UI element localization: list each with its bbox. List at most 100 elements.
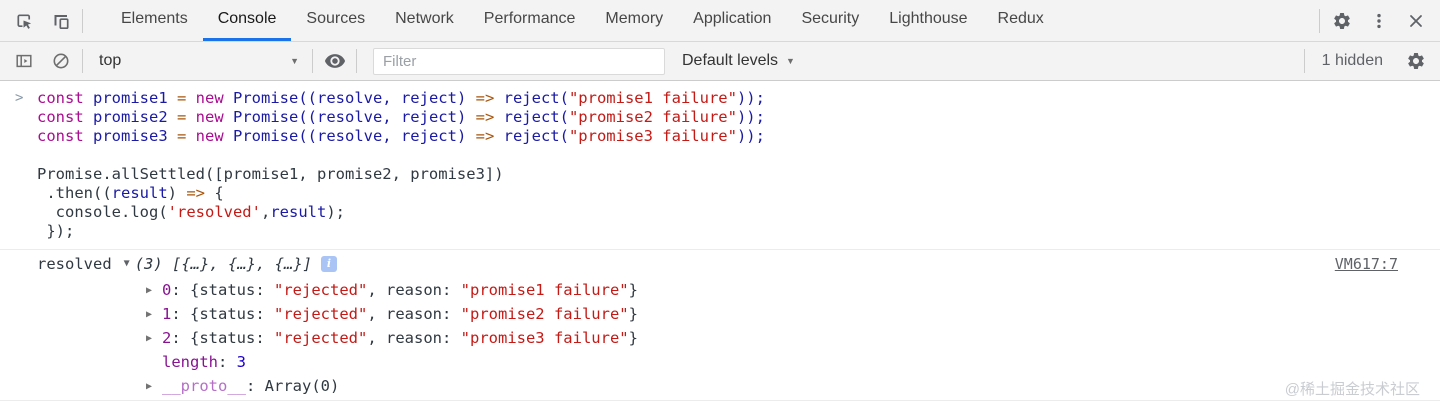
divider — [1319, 8, 1320, 33]
tab-sources[interactable]: Sources — [306, 10, 366, 27]
log-label: resolved — [37, 254, 112, 273]
code-token: "promise1 failure" — [568, 89, 737, 107]
tree-row-1[interactable]: ▶1: {status: "rejected", reason: "promis… — [146, 302, 1440, 326]
code-token: reject( — [494, 127, 569, 145]
code-token: promise1 — [83, 89, 177, 107]
code-token: : {status: — [171, 305, 274, 323]
code-token: "promise1 failure" — [460, 281, 629, 299]
close-icon — [1409, 14, 1422, 27]
console-toolbar: top ▼ Default levels ▼ 1 hidden — [0, 42, 1440, 81]
property-key: length — [162, 353, 218, 371]
tab-performance[interactable]: Performance — [483, 10, 576, 27]
code-token: : {status: — [171, 281, 274, 299]
code-token: }); — [37, 222, 75, 240]
code-token: Promise((resolve, reject) — [223, 127, 476, 145]
code-token: => — [186, 184, 205, 202]
code-token: { — [205, 184, 224, 202]
code-token: )); — [736, 108, 765, 126]
tree-row-0[interactable]: ▶0: {status: "rejected", reason: "promis… — [146, 278, 1440, 302]
tab-redux[interactable]: Redux — [997, 10, 1044, 27]
tab-lighthouse[interactable]: Lighthouse — [889, 10, 968, 27]
code-token: "rejected" — [274, 329, 368, 347]
create-live-expression-button[interactable] — [316, 50, 353, 72]
console-input-echo: > const promise1 = new Promise((resolve,… — [0, 81, 1440, 249]
code-token: )); — [736, 89, 765, 107]
log-message-header: resolved ▼ (3) [{…}, {…}, {…}] i VM617:7 — [37, 250, 1440, 277]
tree-row-length: ▶length: 3 — [146, 350, 1440, 374]
expand-icon[interactable]: ▶ — [146, 284, 153, 296]
context-label: top — [99, 52, 122, 69]
info-badge-icon[interactable]: i — [321, 255, 337, 272]
devtools-settings-button[interactable] — [1323, 0, 1360, 41]
code-token: } — [628, 281, 638, 299]
code-token: => — [475, 127, 495, 145]
expand-icon[interactable]: ▶ — [146, 332, 153, 344]
code-line: const promise1 = new Promise((resolve, r… — [37, 89, 1440, 108]
tree-row-__proto__[interactable]: ▶__proto__: Array(0) — [146, 374, 1440, 398]
divider — [82, 8, 83, 33]
collapse-icon[interactable]: ▼ — [123, 258, 130, 269]
log-levels-label: Default levels — [682, 52, 779, 69]
code-token: } — [628, 329, 638, 347]
tab-security[interactable]: Security — [801, 10, 860, 27]
javascript-context-selector[interactable]: top ▼ — [86, 42, 309, 80]
code-token: const — [37, 89, 84, 107]
eye-icon — [324, 54, 345, 68]
log-levels-selector[interactable]: Default levels ▼ — [682, 52, 795, 70]
code-token: = — [177, 127, 187, 145]
expand-icon[interactable]: ▶ — [146, 308, 153, 320]
console-filter-input[interactable] — [373, 47, 665, 75]
console-sidebar-icon — [15, 54, 32, 68]
console-messages: > const promise1 = new Promise((resolve,… — [0, 81, 1440, 403]
property-key: 2 — [162, 329, 172, 347]
divider — [356, 49, 357, 73]
toggle-device-toolbar-button[interactable] — [42, 0, 79, 41]
tab-memory[interactable]: Memory — [605, 10, 664, 27]
code-line: const promise2 = new Promise((resolve, r… — [37, 108, 1440, 127]
tab-network[interactable]: Network — [395, 10, 454, 27]
code-token: : Array(0) — [246, 377, 340, 395]
source-location-link[interactable]: VM617:7 — [1334, 254, 1398, 273]
code-token: const — [37, 108, 84, 126]
code-token: promise2 — [83, 108, 177, 126]
hidden-messages-count[interactable]: 1 hidden — [1321, 52, 1383, 69]
code-token: , reason: — [367, 281, 461, 299]
code-token: = — [177, 108, 187, 126]
main-tabs: Elements Console Sources Network Performance… — [106, 0, 1059, 41]
code-token: reject( — [494, 89, 569, 107]
code-token: : {status: — [171, 329, 274, 347]
expand-icon[interactable]: ▶ — [146, 380, 153, 392]
console-log-message: resolved ▼ (3) [{…}, {…}, {…}] i VM617:7… — [0, 249, 1440, 401]
code-token: reject( — [494, 108, 569, 126]
tab-elements[interactable]: Elements — [121, 10, 188, 27]
divider — [312, 49, 313, 73]
code-token: => — [475, 108, 495, 126]
clear-console-icon — [53, 53, 68, 69]
gear-icon — [1407, 52, 1424, 69]
clear-console-button[interactable] — [42, 52, 79, 70]
code-token: ) — [167, 184, 187, 202]
close-devtools-button[interactable] — [1397, 0, 1434, 41]
code-token: "promise2 failure" — [460, 305, 629, 323]
devtools-menu-button[interactable] — [1360, 0, 1397, 41]
tab-console[interactable]: Console — [202, 0, 292, 41]
inspect-cursor-icon — [16, 13, 31, 29]
inspect-element-button[interactable] — [5, 0, 42, 41]
chevron-down-icon: ▼ — [786, 56, 795, 66]
tab-application[interactable]: Application — [693, 10, 772, 27]
code-token: )); — [736, 127, 765, 145]
code-token: 3 — [236, 353, 247, 371]
tree-row-2[interactable]: ▶2: {status: "rejected", reason: "promis… — [146, 326, 1440, 350]
code-token: new — [186, 127, 224, 145]
code-token: .then(( — [37, 184, 112, 202]
code-token: "rejected" — [274, 305, 368, 323]
gear-icon — [1333, 12, 1350, 29]
code-token: console.log( — [37, 203, 168, 221]
code-token: ); — [326, 203, 345, 221]
show-console-sidebar-button[interactable] — [5, 51, 42, 71]
main-tabbar: Elements Console Sources Network Performance… — [0, 0, 1440, 42]
kebab-menu-icon — [1376, 13, 1381, 28]
console-settings-button[interactable] — [1397, 51, 1434, 71]
divider — [1303, 49, 1305, 73]
